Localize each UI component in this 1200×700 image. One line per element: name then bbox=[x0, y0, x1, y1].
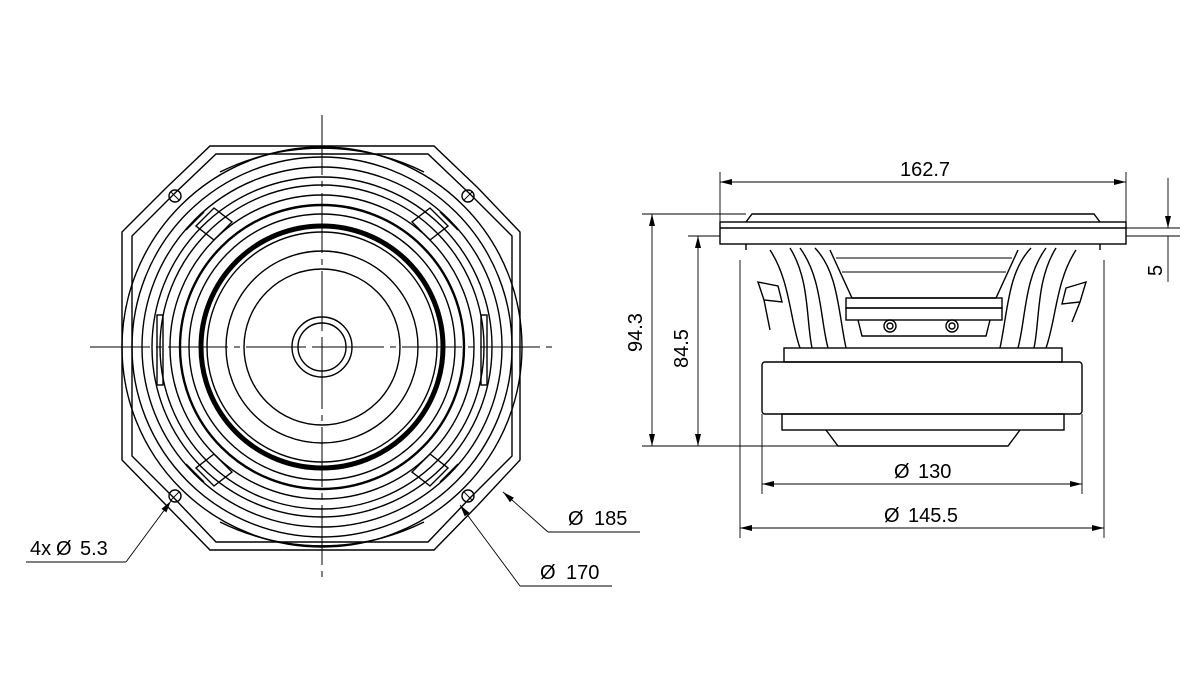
cutout-value: 170 bbox=[566, 562, 599, 584]
overall-depth-value: 94.3 bbox=[625, 313, 647, 352]
flange bbox=[719, 221, 1127, 245]
terminal-right bbox=[1061, 280, 1088, 323]
bolt-circle-symbol: Ø bbox=[568, 508, 584, 530]
basket-arm-left-2 bbox=[799, 247, 829, 349]
basket-dia-symbol: Ø bbox=[884, 505, 900, 527]
dimension-basket-diameter: Ø 145.5 bbox=[739, 260, 1105, 538]
dimension-overall-depth: 94.3 bbox=[625, 213, 838, 447]
basket-arm-right-outer bbox=[1045, 249, 1077, 349]
pole-plate bbox=[845, 307, 1003, 321]
dimension-overall-width: 162.7 bbox=[719, 159, 1127, 222]
frame-outer-outline bbox=[121, 145, 521, 551]
spider bbox=[845, 297, 1003, 309]
front-view: 4x Ø 5.3 Ø 185 Ø 170 bbox=[26, 115, 640, 587]
cone-profile bbox=[829, 249, 1019, 299]
basket-dia-value: 145.5 bbox=[908, 505, 958, 527]
mounting-hole-tr bbox=[461, 189, 475, 203]
overall-width-value: 162.7 bbox=[900, 159, 950, 181]
dimension-flange-thickness: 5 bbox=[1126, 178, 1180, 282]
mounting-hole-tl bbox=[168, 189, 182, 203]
dimension-cutout: Ø 170 bbox=[459, 504, 612, 587]
bottom-plate bbox=[781, 413, 1065, 431]
mounting-depth-value: 84.5 bbox=[671, 329, 693, 368]
mounting-hole-br bbox=[461, 489, 475, 503]
dust-cap-outer bbox=[243, 268, 401, 426]
basket-arm-right-2 bbox=[1017, 247, 1047, 349]
cutout-symbol: Ø bbox=[540, 562, 556, 584]
basket-arm-left-3 bbox=[814, 247, 847, 349]
basket-arm-right-3 bbox=[999, 247, 1032, 349]
basket-arm-left-inner bbox=[789, 247, 813, 349]
bracket-top-left bbox=[185, 207, 234, 241]
bolt-circle-value: 185 bbox=[594, 508, 627, 530]
side-view: 162.7 94.3 84.5 5 Ø 13 bbox=[625, 159, 1180, 538]
top-plate bbox=[783, 347, 1063, 363]
flange-top bbox=[745, 213, 1101, 223]
hole-count-label: 4x bbox=[30, 538, 51, 560]
magnet-dia-value: 130 bbox=[918, 461, 951, 483]
hole-dia-symbol: Ø bbox=[56, 538, 72, 560]
magnet bbox=[761, 361, 1083, 415]
hole-dia-value: 5.3 bbox=[80, 538, 108, 560]
dimension-bolt-circle: Ø 185 bbox=[502, 491, 640, 533]
right-slot bbox=[480, 314, 488, 386]
dimension-mounting-depth: 84.5 bbox=[671, 235, 720, 446]
terminal-left bbox=[756, 281, 783, 331]
bracket-bottom-left bbox=[185, 453, 234, 487]
bracket-top-right bbox=[410, 207, 459, 241]
magnet-dia-symbol: Ø bbox=[894, 461, 910, 483]
basket-arm-right-inner bbox=[1033, 247, 1057, 349]
dimension-magnet-diameter: Ø 130 bbox=[761, 414, 1083, 494]
flange-thickness-value: 5 bbox=[1145, 265, 1167, 276]
basket-arm-left-outer bbox=[769, 249, 801, 349]
bracket-bottom-right bbox=[410, 453, 459, 487]
back-plate bbox=[825, 429, 1021, 447]
left-slot bbox=[156, 314, 164, 386]
dimension-hole-diameter: 4x Ø 5.3 bbox=[26, 500, 172, 563]
mounting-hole-bl bbox=[168, 489, 182, 503]
vent-left bbox=[883, 319, 897, 333]
vent-right bbox=[945, 319, 959, 333]
